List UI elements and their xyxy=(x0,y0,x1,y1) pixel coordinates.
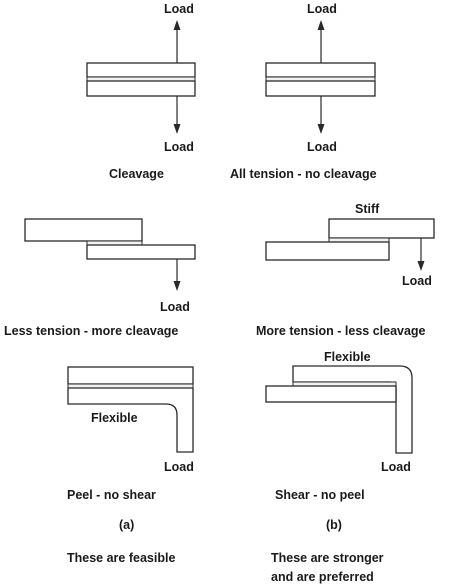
more-tension-load-label: Load xyxy=(402,274,432,288)
flexible-angle-member xyxy=(67,387,194,453)
more-tension-caption: More tension - less cleavage xyxy=(256,324,426,338)
load-arrowhead xyxy=(173,281,181,291)
cleavage-bottom-load-label: Load xyxy=(164,140,194,154)
top-plate xyxy=(265,62,376,78)
shear-figure xyxy=(265,365,413,454)
peel-marker: (a) xyxy=(119,518,134,532)
peel-figure xyxy=(67,366,194,453)
cleavage-top-load-label: Load xyxy=(164,2,194,16)
upper-plate xyxy=(67,366,194,385)
less-tension-caption: Less tension - more cleavage xyxy=(4,324,178,338)
flexible-angle-member xyxy=(292,365,413,454)
all-tension-top-load-label: Load xyxy=(307,2,337,16)
stiff-upper-plate xyxy=(328,218,435,239)
bottom-plate xyxy=(86,80,196,97)
lower-plate xyxy=(265,241,390,261)
less-tension-load-label: Load xyxy=(160,300,190,314)
peel-caption: Peel - no shear xyxy=(67,488,156,502)
upper-plate xyxy=(24,218,143,242)
shear-marker: (b) xyxy=(326,518,342,532)
shear-summary-line-2: and are preferred xyxy=(271,570,374,584)
shear-summary-line-1: These are stronger xyxy=(271,551,384,565)
more-tension-figure xyxy=(265,218,435,271)
less-tension-figure xyxy=(24,218,196,291)
shear-flexible-label: Flexible xyxy=(324,350,371,364)
top-load-arrowhead xyxy=(173,20,181,30)
bottom-load-arrowhead xyxy=(317,124,325,134)
bottom-plate xyxy=(265,80,376,97)
shear-caption: Shear - no peel xyxy=(275,488,365,502)
peel-flexible-label: Flexible xyxy=(91,411,138,425)
all-tension-figure xyxy=(265,20,376,134)
lower-plate xyxy=(265,385,397,403)
peel-load-label: Load xyxy=(164,460,194,474)
lower-plate xyxy=(86,244,196,260)
cleavage-caption: Cleavage xyxy=(109,167,164,181)
bottom-load-arrowhead xyxy=(173,124,181,134)
cleavage-figure xyxy=(86,20,196,134)
all-tension-caption: All tension - no cleavage xyxy=(230,167,377,181)
load-arrowhead xyxy=(417,261,425,271)
top-plate xyxy=(86,62,196,78)
all-tension-bottom-load-label: Load xyxy=(307,140,337,154)
peel-summary: These are feasible xyxy=(67,551,175,565)
top-load-arrowhead xyxy=(317,20,325,30)
shear-load-label: Load xyxy=(381,460,411,474)
more-tension-stiff-label: Stiff xyxy=(355,202,380,216)
